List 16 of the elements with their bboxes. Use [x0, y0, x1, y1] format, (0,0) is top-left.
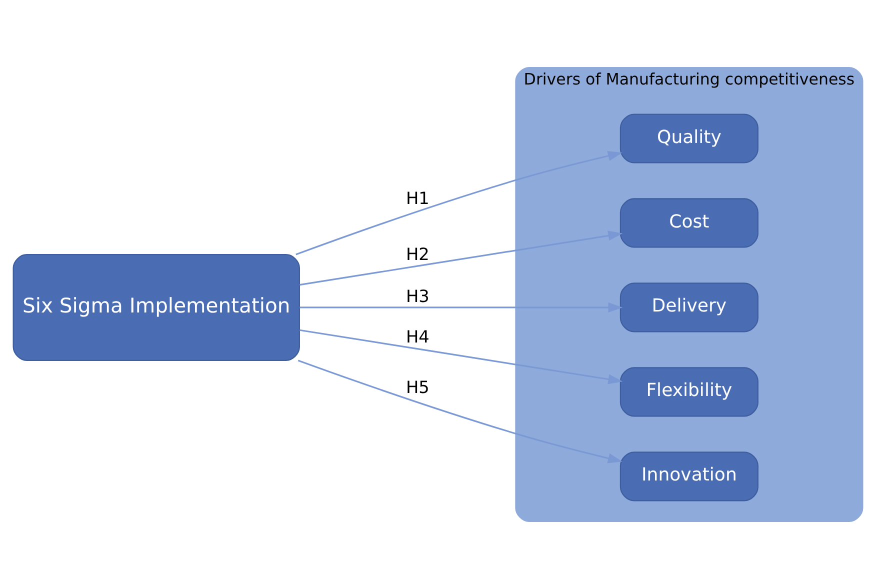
arrow — [296, 150, 622, 255]
arrow — [300, 328, 623, 384]
edge-label: H4 — [406, 326, 430, 346]
node-box: Innovation — [620, 451, 758, 501]
edge-label: H1 — [406, 187, 430, 208]
edge-label: H5 — [406, 376, 430, 397]
edge-label: H2 — [406, 244, 430, 264]
arrow — [300, 302, 623, 312]
node-box: Quality — [620, 113, 758, 163]
node-box: Cost — [620, 198, 758, 248]
edge-label: H3 — [406, 285, 430, 306]
node-box: Delivery — [620, 282, 758, 332]
node-box: Flexibility — [620, 366, 758, 416]
arrow — [298, 359, 622, 463]
arrow — [300, 230, 623, 286]
node-box: Six Sigma Implementation — [12, 253, 300, 360]
